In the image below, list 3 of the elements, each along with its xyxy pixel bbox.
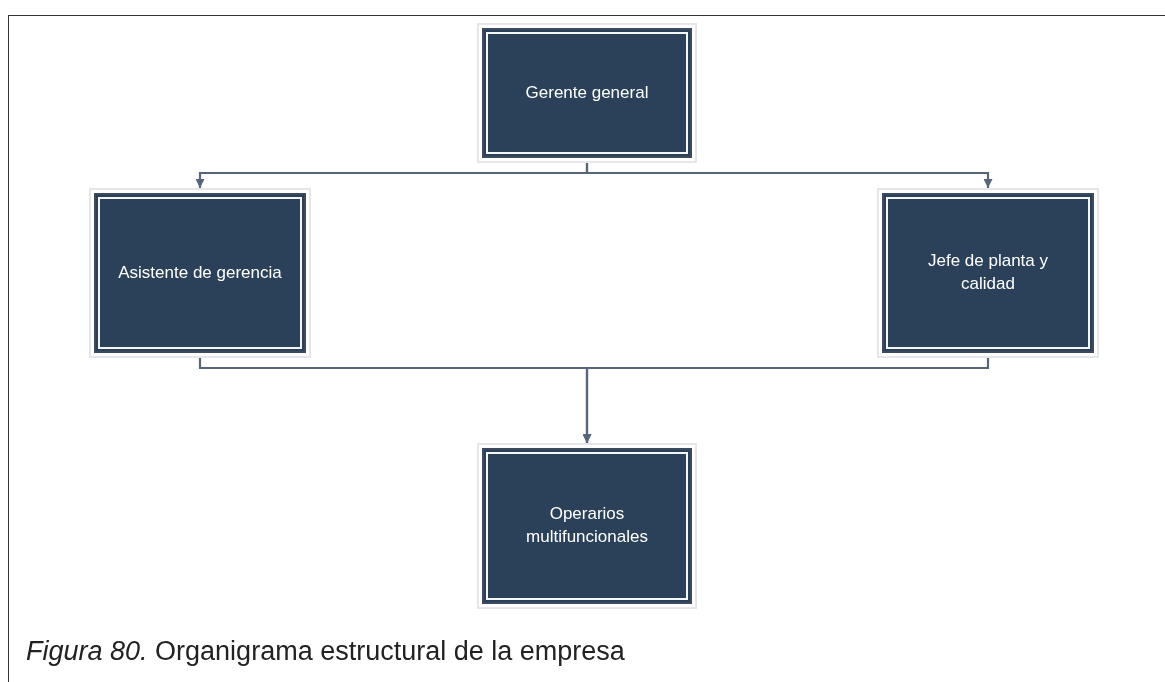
figure-caption: Figura 80. Organigrama estructural de la empresa: [26, 636, 625, 667]
connector-arrow: [582, 356, 990, 443]
connector-arrow: [585, 161, 993, 188]
